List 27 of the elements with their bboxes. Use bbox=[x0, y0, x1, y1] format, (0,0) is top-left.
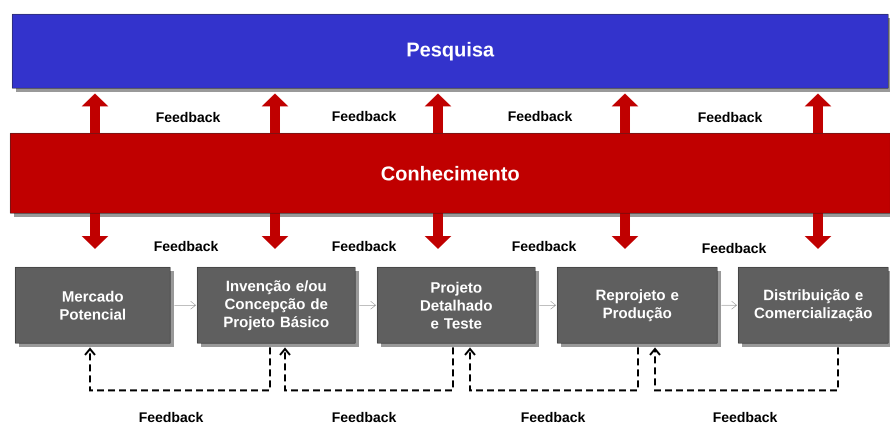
process-box: Distribuição e Comercialização bbox=[738, 267, 890, 347]
process-box: Invenção e/ou Concepção de Projeto Básico bbox=[197, 267, 359, 347]
band: Conhecimento bbox=[10, 133, 890, 217]
feedback-arrow bbox=[279, 347, 454, 392]
feedback-label: Feedback bbox=[332, 240, 396, 252]
arrow bbox=[721, 300, 737, 310]
edge-label: Feedback bbox=[140, 412, 204, 422]
arrow bbox=[539, 300, 556, 310]
process-box: Reprojeto e Produção bbox=[557, 267, 721, 347]
feedback-label: Feedback bbox=[512, 240, 576, 252]
feedback-label: Feedback bbox=[702, 242, 766, 254]
feedback-label: Feedback bbox=[156, 112, 220, 122]
edge-label: Feedback bbox=[714, 412, 778, 422]
band: Pesquisa bbox=[12, 14, 890, 92]
feedback-label: Feedback bbox=[698, 112, 762, 122]
arrow bbox=[174, 300, 196, 310]
edge-label: Feedback bbox=[332, 412, 396, 422]
feedback-arrow bbox=[649, 347, 839, 392]
feedback-arrow bbox=[464, 347, 639, 392]
process-box: Projeto Detalhado e Teste bbox=[377, 267, 539, 347]
feedback-label: Feedback bbox=[508, 110, 572, 122]
arrow bbox=[359, 300, 376, 310]
feedback-label: Feedback bbox=[332, 110, 396, 122]
process-box: Mercado Potencial bbox=[15, 267, 174, 347]
feedback-arrow bbox=[84, 347, 271, 392]
edge-label: Feedback bbox=[522, 412, 586, 422]
feedback-label: Feedback bbox=[154, 240, 218, 252]
